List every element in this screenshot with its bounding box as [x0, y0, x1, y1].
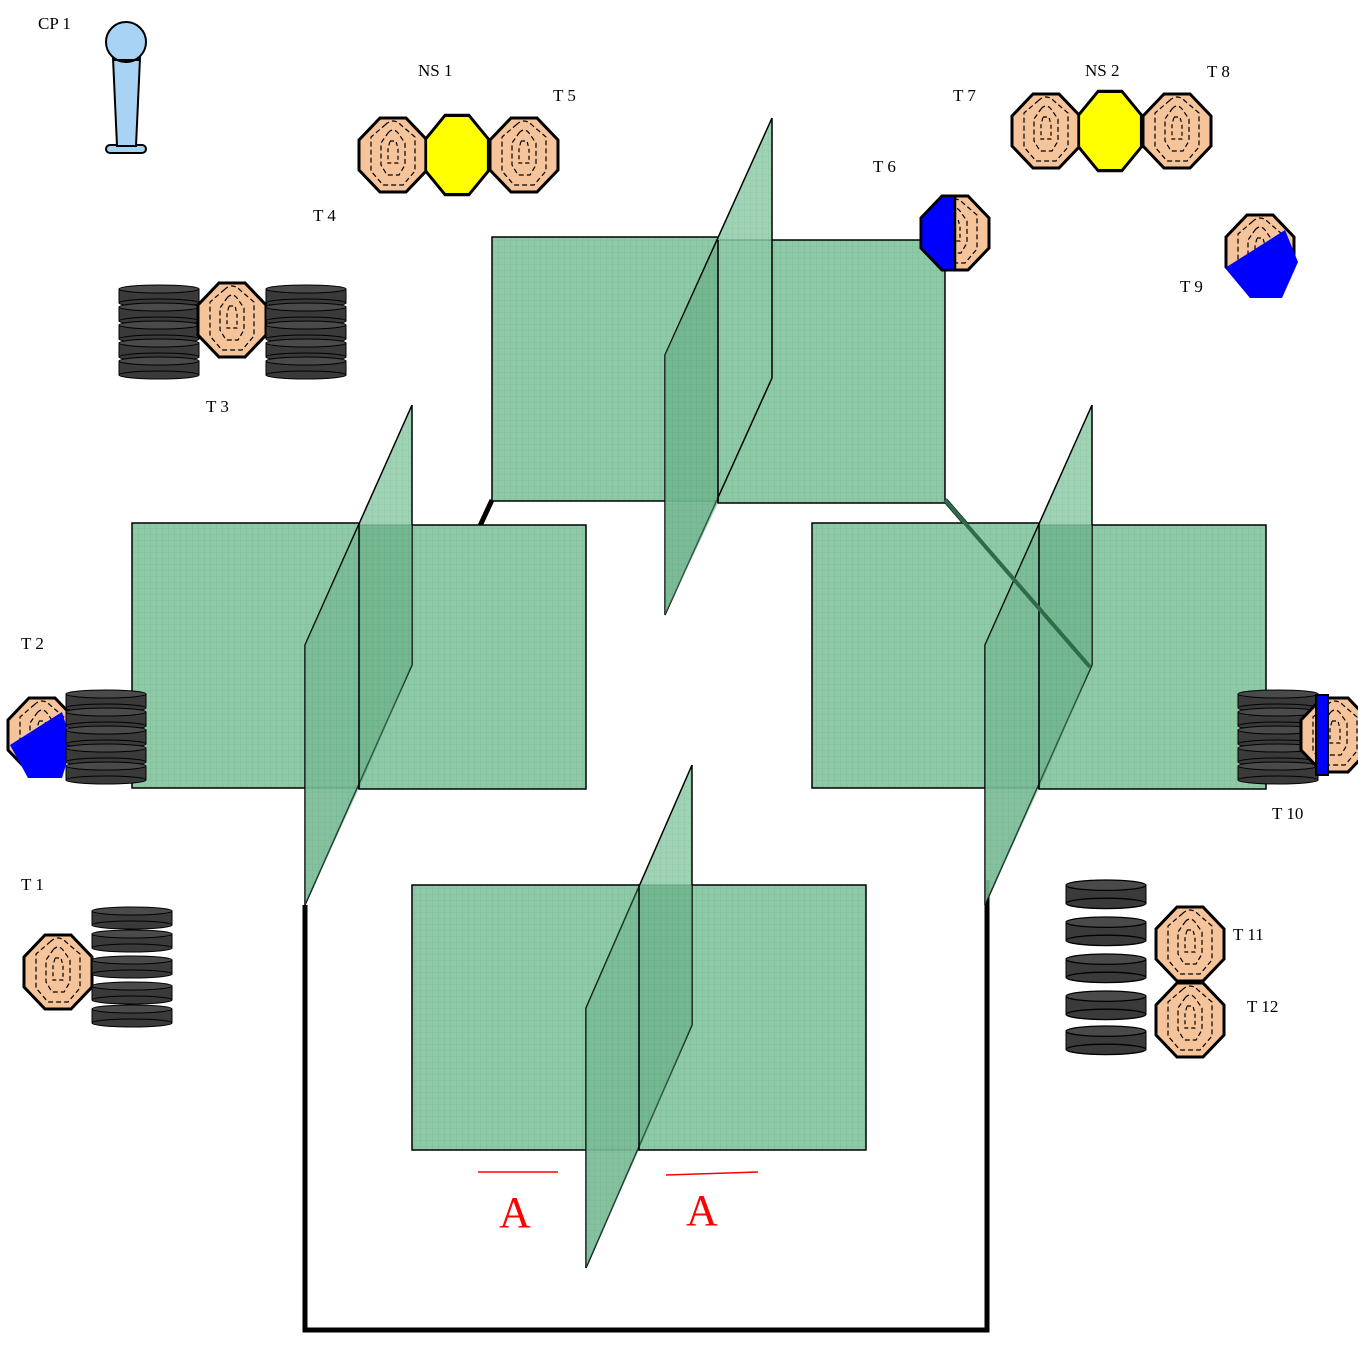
wall-left — [131, 404, 587, 906]
label-t5: T 5 — [553, 86, 576, 105]
t3-t4-array — [118, 281, 347, 380]
wall-bottom — [411, 764, 867, 1269]
label-ns1: NS 1 — [418, 61, 453, 80]
paper-target-icon — [1141, 92, 1213, 170]
paper-target-icon — [357, 116, 429, 194]
no-shoot-target-icon — [1077, 89, 1143, 173]
wall-right — [811, 404, 1267, 906]
ns1-array — [357, 113, 560, 197]
barrel-stack-icon — [265, 284, 347, 380]
paper-target-icon — [1299, 696, 1358, 774]
fault-lines — [478, 1171, 759, 1176]
barrel-stack-icon — [118, 284, 200, 380]
t11-t12-array — [1065, 879, 1226, 1059]
label-ns2: NS 2 — [1085, 61, 1120, 80]
start-position-post-icon — [105, 21, 147, 154]
paper-target-icon — [1154, 981, 1226, 1059]
label-cp1: CP 1 — [38, 14, 71, 33]
barrel-stack-icon — [65, 689, 147, 785]
label-t10: T 10 — [1272, 804, 1304, 823]
no-shoot-target-icon — [424, 113, 490, 197]
wall-top — [491, 117, 946, 616]
label-t9: T 9 — [1180, 277, 1203, 296]
t6-target — [919, 194, 991, 272]
t2-array — [6, 689, 147, 785]
t1-array — [22, 906, 173, 1028]
label-t12: T 12 — [1247, 997, 1279, 1016]
t10-array — [1237, 689, 1358, 785]
barrel-stack-icon — [1065, 879, 1147, 1056]
t9-target — [1224, 213, 1298, 298]
paper-target-icon — [488, 116, 560, 194]
label-t3: T 3 — [206, 397, 229, 416]
label-t8: T 8 — [1207, 62, 1230, 81]
ns2-array — [1010, 89, 1213, 173]
fault-label-left: A — [499, 1188, 531, 1237]
label-t2: T 2 — [21, 634, 44, 653]
label-t6: T 6 — [873, 157, 896, 176]
label-t11: T 11 — [1233, 925, 1264, 944]
barrel-stack-icon — [91, 906, 173, 1028]
label-t7: T 7 — [953, 86, 976, 105]
label-t4: T 4 — [313, 206, 336, 225]
label-t1: T 1 — [21, 875, 44, 894]
paper-target-icon — [196, 281, 268, 359]
paper-target-icon — [1154, 905, 1226, 983]
paper-target-icon — [1010, 92, 1082, 170]
paper-target-icon — [22, 933, 94, 1011]
fault-label-right: A — [686, 1186, 718, 1235]
